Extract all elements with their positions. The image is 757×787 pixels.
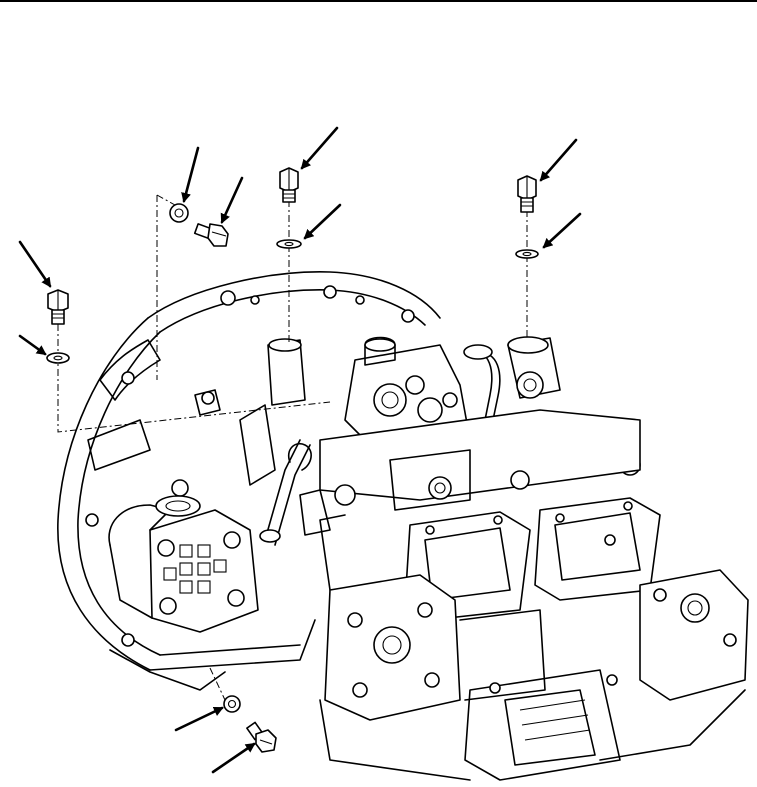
callout-arrow-washer-bottom: [174, 706, 224, 732]
callout-arrow-screw-left: [18, 240, 52, 288]
pump-housing-block: [299, 409, 641, 536]
washer-bottom-icon: [223, 695, 241, 713]
screw-top-center-icon: [279, 167, 299, 203]
callout-arrow-screw-top-left: [220, 176, 244, 224]
top-border-rule: [0, 0, 757, 2]
hydraulic-pump-assembly: [319, 497, 749, 781]
callout-arrow-washer-top-right: [542, 212, 582, 249]
screw-bottom-icon: [246, 721, 277, 753]
callout-arrow-washer-top-center: [303, 203, 342, 240]
washer-left-icon: [46, 352, 70, 364]
callout-arrow-washer-top-left: [181, 146, 200, 203]
washer-top-left-icon: [169, 203, 189, 223]
callout-arrow-screw-top-center: [300, 126, 339, 170]
washer-top-right-icon: [515, 249, 539, 259]
screw-left-icon: [47, 289, 69, 325]
callout-arrows: [18, 126, 582, 774]
alignment-centerlines: [57, 194, 528, 701]
callout-arrow-screw-bottom: [211, 742, 256, 774]
left-pump-flange: [108, 495, 259, 633]
callout-arrow-washer-left: [18, 334, 47, 356]
screw-top-right-icon: [517, 175, 537, 213]
flywheel-housing: [57, 271, 441, 691]
screw-top-left-icon: [193, 223, 229, 247]
callout-arrow-screw-top-right: [539, 138, 578, 182]
washer-top-center-icon: [276, 239, 302, 249]
